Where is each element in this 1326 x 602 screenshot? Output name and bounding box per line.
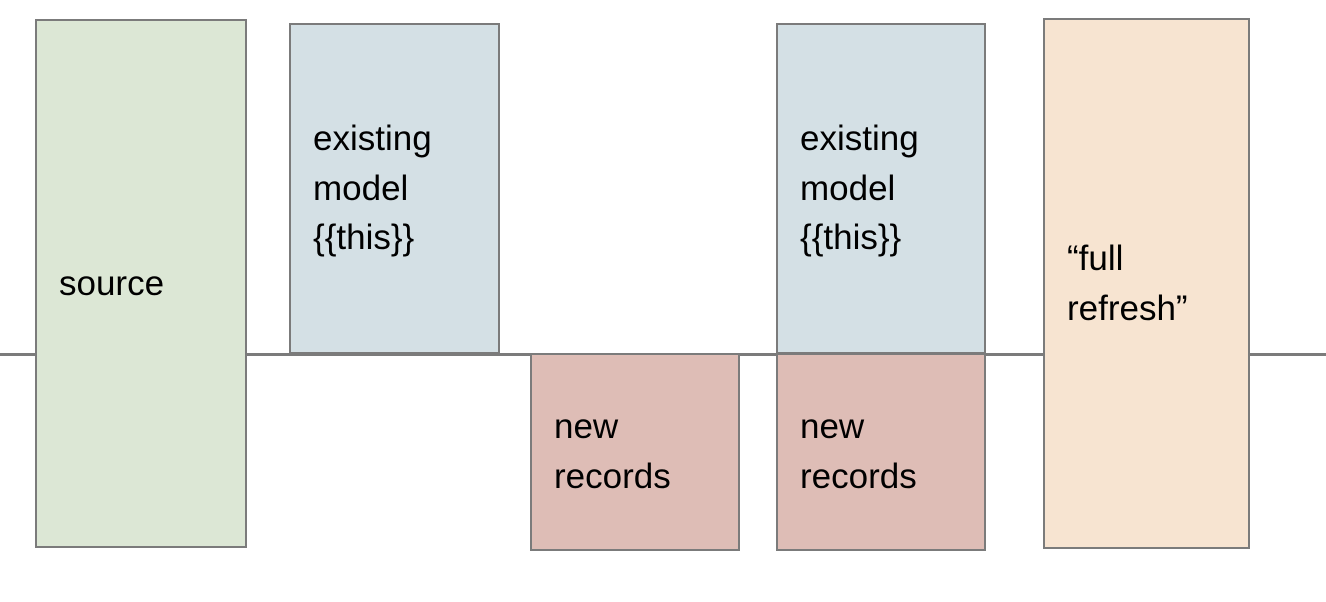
box-new-records-1-label: new records bbox=[554, 407, 671, 496]
box-source-label: source bbox=[59, 263, 165, 303]
box-new-records-2[interactable]: new records bbox=[776, 353, 986, 551]
box-existing-model-2[interactable]: existing model {{this}} bbox=[776, 23, 986, 354]
box-new-records-2-label: new records bbox=[800, 407, 917, 496]
box-existing-model-1-label: existing model {{this}} bbox=[313, 118, 432, 258]
box-existing-model-2-label: existing model {{this}} bbox=[800, 118, 919, 258]
box-source[interactable]: source bbox=[35, 19, 247, 548]
box-full-refresh-label: “full refresh” bbox=[1067, 238, 1188, 328]
box-existing-model-1[interactable]: existing model {{this}} bbox=[289, 23, 500, 354]
box-new-records-1[interactable]: new records bbox=[530, 353, 740, 551]
box-full-refresh[interactable]: “full refresh” bbox=[1043, 18, 1250, 549]
